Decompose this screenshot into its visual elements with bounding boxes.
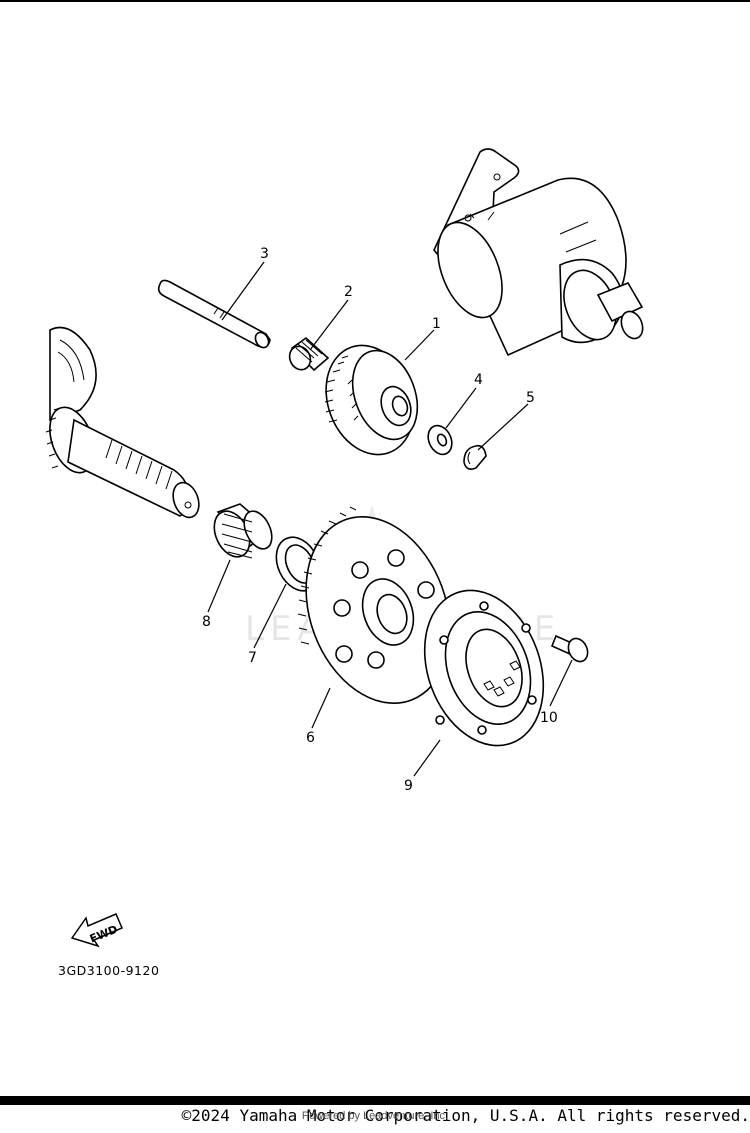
drawing-code: 3GD3100-9120 — [58, 963, 159, 978]
starter-motor[interactable] — [425, 148, 646, 357]
callout-3: 3 — [260, 246, 269, 262]
bolt[interactable] — [550, 634, 591, 664]
needle-bearing-large[interactable] — [207, 503, 277, 563]
callout-8: 8 — [202, 614, 211, 630]
crankshaft[interactable] — [42, 326, 204, 522]
needle-bearing-small[interactable] — [286, 336, 330, 373]
starter-clutch[interactable] — [404, 574, 564, 763]
washer[interactable] — [424, 422, 457, 458]
callout-5: 5 — [526, 390, 535, 406]
circlip[interactable] — [463, 444, 487, 470]
idler-gear[interactable] — [311, 333, 429, 467]
top-border — [0, 0, 750, 2]
shaft[interactable] — [157, 279, 272, 350]
leader-lines — [207, 261, 573, 777]
fwd-label: FWD — [88, 923, 120, 946]
callout-6: 6 — [306, 730, 315, 746]
callout-2: 2 — [344, 284, 353, 300]
footer-bar — [0, 1096, 750, 1105]
starter-wheel-gear[interactable] — [281, 497, 474, 724]
callout-1: 1 — [432, 316, 441, 332]
callout-labels: 3 2 1 4 5 6 7 8 9 10 — [202, 246, 558, 794]
callout-9: 9 — [404, 778, 413, 794]
callout-4: 4 — [474, 372, 483, 388]
copyright-text: ©2024 Yamaha Motor Corporation, U.S.A. A… — [181, 1106, 750, 1125]
callout-10: 10 — [540, 710, 558, 726]
callout-7: 7 — [248, 650, 257, 666]
fwd-arrow-icon: FWD — [70, 913, 123, 948]
